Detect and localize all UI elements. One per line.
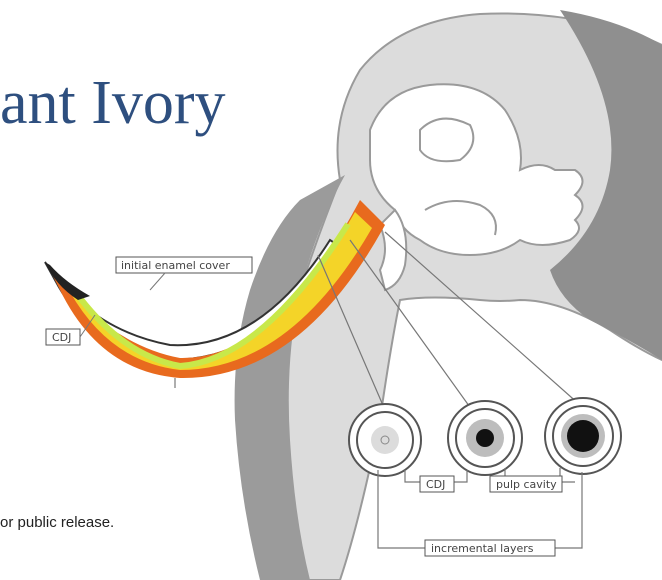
label-cdj-bottom: CDJ: [420, 476, 454, 492]
label-cdj-bottom-text: CDJ: [426, 478, 445, 491]
label-pulp-cavity-text: pulp cavity: [496, 478, 557, 491]
label-cdj-tusk-text: CDJ: [52, 331, 71, 344]
cross-section-middle: [448, 401, 522, 475]
label-initial-enamel-cover-text: initial enamel cover: [121, 259, 230, 272]
label-pulp-cavity: pulp cavity: [490, 476, 562, 492]
slide-title: ant Ivory: [0, 72, 226, 134]
label-initial-enamel-cover: initial enamel cover: [116, 257, 252, 290]
cross-section-tip: [349, 404, 421, 476]
label-incremental-layers-text: incremental layers: [431, 542, 534, 555]
label-incremental-layers: incremental layers: [425, 540, 555, 556]
footer-note: or public release.: [0, 514, 114, 531]
cross-section-base: [545, 398, 621, 474]
